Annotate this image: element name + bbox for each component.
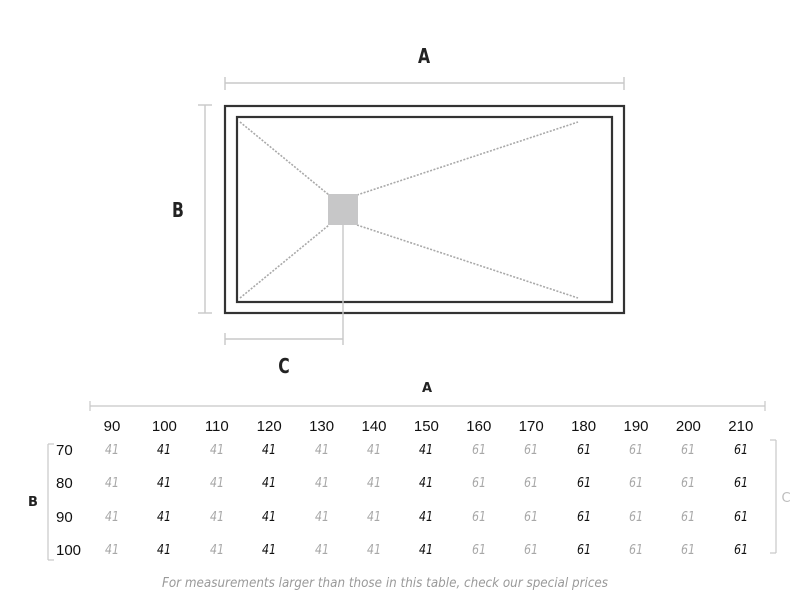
price-cell: 41 — [209, 443, 224, 458]
column-header: 200 — [675, 418, 701, 435]
price-cell: 41 — [314, 543, 329, 558]
price-cell: 41 — [262, 543, 277, 558]
column-header: 160 — [466, 418, 492, 435]
price-cell: 61 — [524, 510, 539, 525]
shower-tray-diagram — [198, 77, 626, 345]
column-header: 210 — [728, 418, 754, 435]
table-label-a: A — [421, 381, 433, 396]
table-label-c: C — [781, 491, 791, 506]
price-cell: 61 — [524, 476, 539, 491]
price-cell: 61 — [628, 476, 644, 491]
price-cell: 61 — [471, 543, 486, 558]
price-cell: 41 — [314, 443, 329, 458]
price-cell: 61 — [628, 510, 644, 525]
dimension-label-c: C — [278, 354, 290, 378]
price-cell: 41 — [104, 443, 120, 458]
price-cell: 41 — [366, 476, 382, 491]
price-cell: 61 — [733, 510, 748, 525]
price-cell: 41 — [366, 443, 382, 458]
price-cell: 41 — [419, 543, 434, 558]
tray-outer-edge — [223, 104, 626, 315]
price-cell: 61 — [681, 543, 696, 558]
price-cell: 61 — [733, 476, 748, 491]
price-cell: 61 — [681, 443, 696, 458]
price-cell: 41 — [209, 543, 224, 558]
price-cell: 61 — [471, 510, 486, 525]
table-label-b: B — [28, 495, 38, 510]
price-cell: 61 — [628, 543, 644, 558]
price-cell: 41 — [262, 476, 277, 491]
dimension-line-b — [198, 104, 212, 314]
price-cell: 61 — [471, 476, 486, 491]
price-cell: 61 — [524, 543, 539, 558]
price-cell: 61 — [628, 443, 644, 458]
price-cell: 61 — [576, 543, 591, 558]
drain-square — [328, 194, 358, 225]
price-cell: 41 — [157, 443, 172, 458]
column-header: 190 — [623, 418, 649, 435]
price-cell: 61 — [733, 543, 748, 558]
column-header: 90 — [103, 418, 121, 435]
price-cell: 41 — [104, 510, 120, 525]
price-cell: 41 — [157, 476, 172, 491]
column-header: 140 — [361, 418, 387, 435]
price-cell: 41 — [314, 510, 329, 525]
price-cell: 61 — [524, 443, 539, 458]
row-header: 100 — [56, 542, 82, 559]
price-cell: 41 — [157, 510, 172, 525]
dimension-label-a: A — [417, 44, 431, 68]
price-cell: 61 — [733, 443, 748, 458]
column-header: 150 — [413, 418, 439, 435]
price-cell: 41 — [262, 443, 277, 458]
row-header: 70 — [56, 442, 73, 459]
column-header: 110 — [204, 418, 229, 435]
dimension-line-a — [224, 77, 625, 90]
column-header: 130 — [309, 418, 335, 435]
price-cell: 61 — [576, 476, 591, 491]
price-cell: 41 — [157, 543, 172, 558]
price-cell: 41 — [366, 543, 382, 558]
price-cell: 41 — [366, 510, 382, 525]
price-cell: 41 — [262, 510, 277, 525]
price-cell: 41 — [209, 510, 224, 525]
price-cell: 61 — [576, 443, 591, 458]
slope-lines — [239, 121, 579, 299]
table-footnote: For measurements larger than those in th… — [161, 576, 609, 591]
column-header: 180 — [571, 418, 597, 435]
price-cell: 61 — [471, 443, 486, 458]
price-cell: 41 — [419, 443, 434, 458]
price-cell: 41 — [419, 510, 434, 525]
table-dimension-lines — [47, 401, 777, 561]
dimension-label-b: B — [172, 198, 184, 222]
row-header: 80 — [56, 475, 73, 492]
price-cell: 41 — [314, 476, 329, 491]
column-header: 100 — [151, 418, 177, 435]
price-cell: 41 — [104, 476, 120, 491]
price-cell: 61 — [681, 476, 696, 491]
dimension-line-c — [224, 225, 344, 345]
row-header: 90 — [56, 509, 73, 526]
price-cell: 41 — [104, 543, 120, 558]
column-header: 120 — [256, 418, 282, 435]
tray-inner-edge — [235, 115, 614, 304]
price-cell: 41 — [419, 476, 434, 491]
price-cell: 41 — [209, 476, 224, 491]
price-cell: 61 — [681, 510, 696, 525]
column-header: 170 — [518, 418, 544, 435]
price-cell: 61 — [576, 510, 591, 525]
